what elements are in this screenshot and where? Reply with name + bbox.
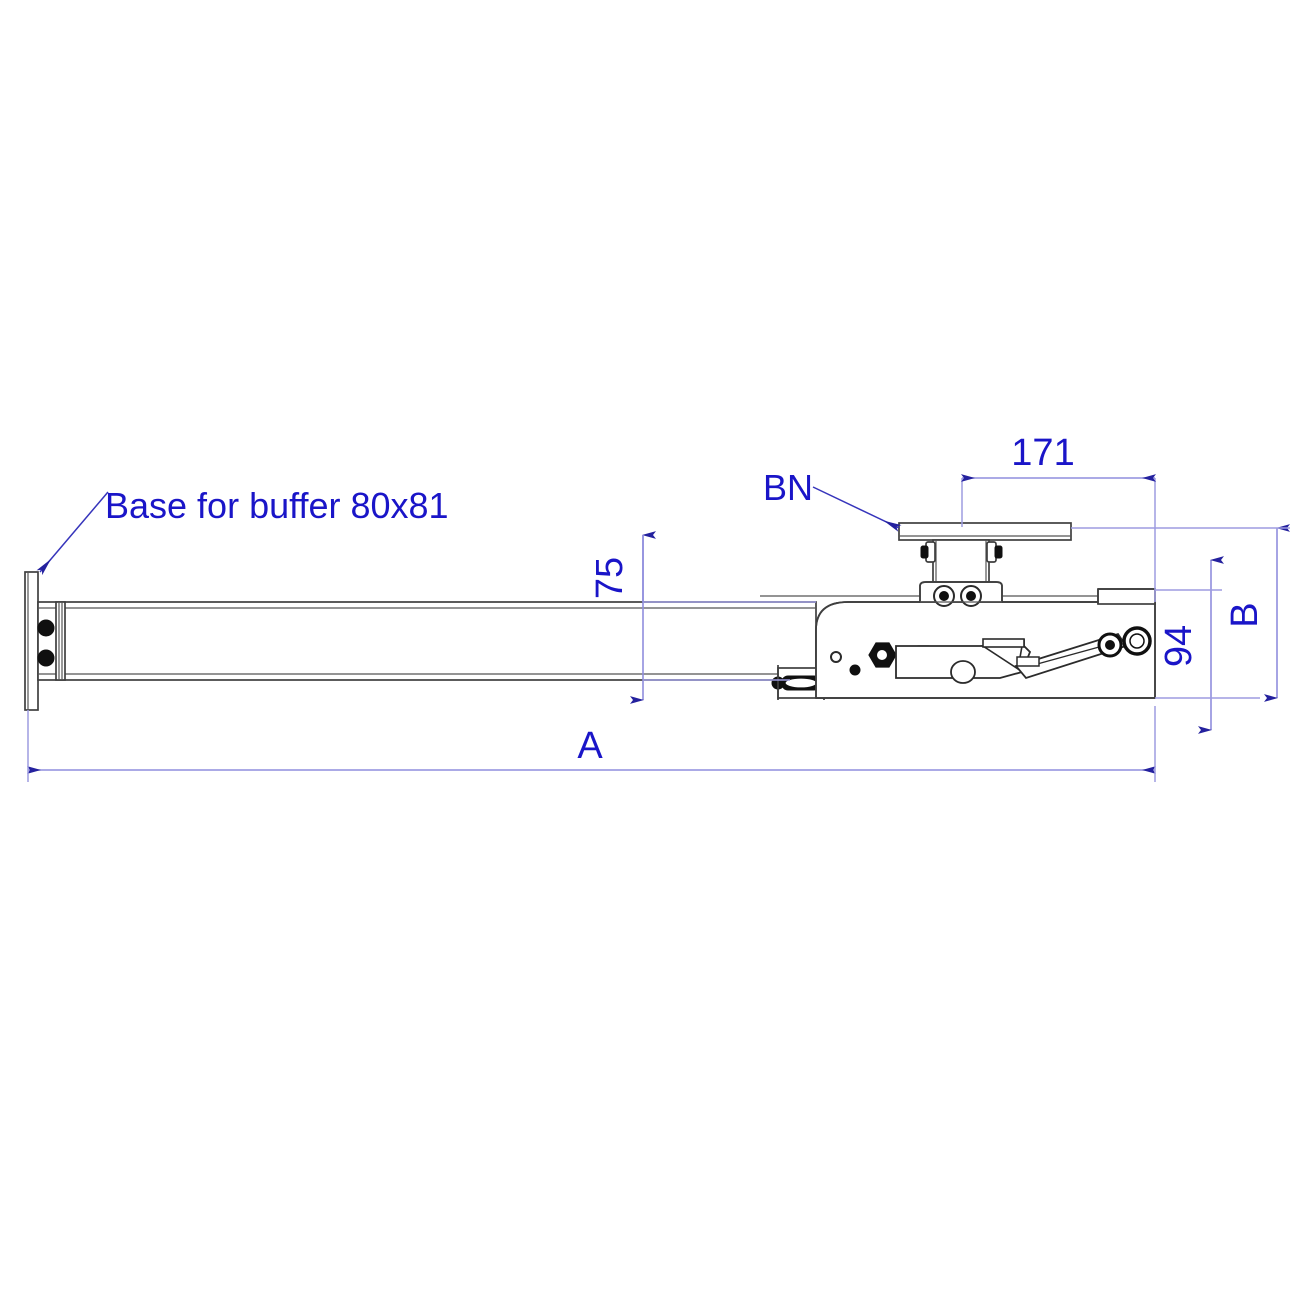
dimension-b (1071, 524, 1290, 702)
internal-mechanism (830, 626, 1152, 684)
drawbar-beam (37, 601, 817, 681)
leader-base-for-buffer (36, 491, 109, 576)
label-base-for-buffer: Base for buffer 80x81 (105, 485, 449, 526)
bn-top-plate (898, 522, 1072, 541)
dimension-94 (1155, 556, 1260, 734)
dimension-75 (630, 531, 816, 704)
label-bn: BN (763, 467, 813, 508)
bn-column-base (919, 581, 1003, 607)
base-plate-bolt-holes (37, 619, 55, 667)
buffer-base-plate (24, 571, 39, 711)
label-dimension-b: B (1224, 602, 1266, 627)
leader-bn (812, 486, 902, 532)
label-dimension-171: 171 (1011, 432, 1074, 474)
bn-column (920, 539, 1003, 587)
rear-stop-block (1097, 588, 1156, 605)
dimension-171 (961, 474, 1156, 602)
dimension-a (27, 706, 1156, 782)
label-dimension-75: 75 (589, 557, 631, 599)
label-dimension-94: 94 (1158, 625, 1200, 667)
label-dimension-a: A (577, 725, 603, 767)
